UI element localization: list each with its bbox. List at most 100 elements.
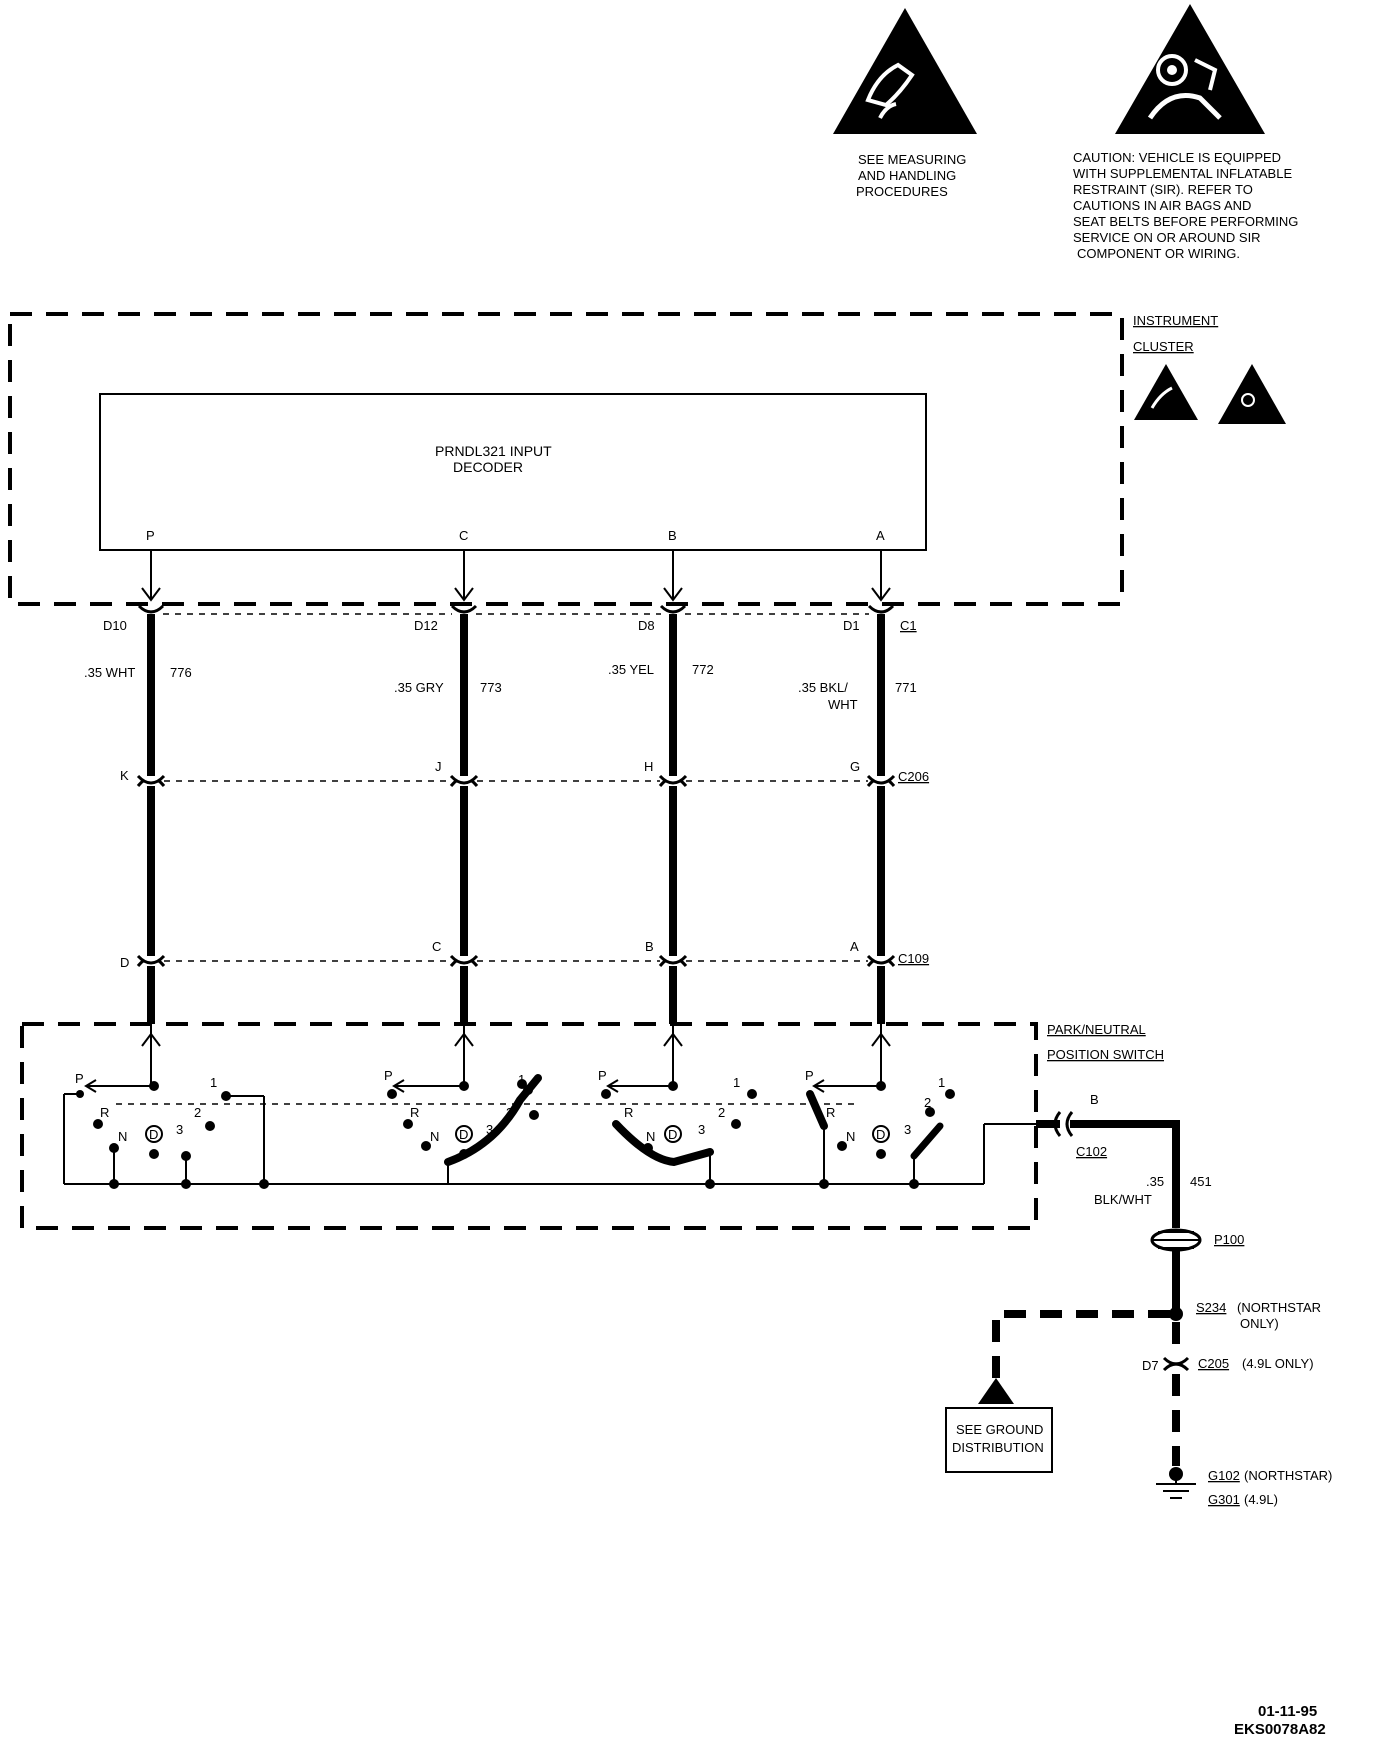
connector-c102: C102 [1076,1144,1107,1159]
sw3-pos-3: 3 [698,1122,705,1137]
sw4-contact-arm [806,1090,828,1130]
ground-g301-note: (4.9L) [1244,1492,1278,1507]
wire-451-color: BLK/WHT [1094,1192,1152,1207]
decoder-pin-p: P [146,528,155,543]
wire-labels: D10 D12 D8 D1 C1 .35 WHT 776 .35 GRY 773… [84,618,929,970]
instrument-cluster-boundary [8,312,1124,606]
sw2-pos-3: 3 [486,1122,493,1137]
connector-c205-note: (4.9L ONLY) [1242,1356,1314,1371]
sw1-pos-1: 1 [210,1075,217,1090]
ground-g102-note: (NORTHSTAR) [1244,1468,1332,1483]
c109-pin-b: B [645,939,654,954]
esd-warning-text-1: SEE MEASURING [858,152,966,167]
instrument-cluster-label-1: INSTRUMENT [1133,313,1218,328]
sir-warning-text-2: WITH SUPPLEMENTAL INFLATABLE [1073,166,1292,181]
sw4-pos-n: N [846,1129,855,1144]
wire-772-circuit: 772 [692,662,714,677]
sir-warning-text-4: CAUTIONS IN AIR BAGS AND [1073,198,1251,213]
sw1-pos-d: D [149,1127,158,1142]
sw2-pos-d: D [459,1127,468,1142]
sw4-contact-arm-2 [910,1122,944,1160]
ground-box-text-2: DISTRIBUTION [952,1440,1044,1455]
wire-451-gauge: .35 [1146,1174,1164,1189]
sir-warning-text-6: SERVICE ON OR AROUND SIR [1073,230,1261,245]
sw2-pos-p: P [384,1068,393,1083]
sw3-pos-d: D [668,1127,677,1142]
sw4-pos-2: 2 [924,1095,931,1110]
sw2-pos-r: R [410,1105,419,1120]
c206-pin-g: G [850,759,860,774]
sw3-pos-1: 1 [733,1075,740,1090]
sw1-pos-2: 2 [194,1105,201,1120]
connector-c1: C1 [900,618,917,633]
decoder-pin-a: A [876,528,885,543]
c205-pin-d7: D7 [1142,1358,1159,1373]
cavity-d8: D8 [638,618,655,633]
wire-772-color: .35 YEL [608,662,654,677]
wire-771-circuit: 771 [895,680,917,695]
sw2-pos-n: N [430,1129,439,1144]
sw2-pos-2: 2 [506,1105,513,1120]
switch-label-2: POSITION SWITCH [1047,1047,1164,1062]
connector-p100: P100 [1214,1232,1244,1247]
c109-pin-c: C [432,939,441,954]
sw3-contact-arm [612,1120,714,1167]
sw4-pos-r: R [826,1105,835,1120]
sir-small-icon [1218,364,1286,424]
decoder-label-2: DECODER [453,459,523,475]
cavity-d12: D12 [414,618,438,633]
decoder-label-1: PRNDL321 INPUT [435,443,552,459]
sw3-pos-p: P [598,1068,607,1083]
sw1-pos-3: 3 [176,1122,183,1137]
sw2-contact-arm [444,1074,542,1166]
sw4-pos-3: 3 [904,1122,911,1137]
c206-pin-h: H [644,759,653,774]
wire-776-circuit: 776 [170,665,192,680]
splice-s234-note-2: ONLY) [1240,1316,1279,1331]
sw3-pos-r: R [624,1105,633,1120]
c102-pin-b: B [1090,1092,1099,1107]
connector-c109: C109 [898,951,929,966]
c206-pin-k: K [120,768,129,783]
wire-776-color: .35 WHT [84,665,135,680]
decoder-pin-c: C [459,528,468,543]
sir-warning: CAUTION: VEHICLE IS EQUIPPED WITH SUPPLE… [1073,4,1298,261]
instrument-cluster: INSTRUMENT CLUSTER PRNDL321 INPUT DECODE… [8,312,1286,606]
footer-date: 01-11-95 [1258,1703,1317,1720]
wire-773-color: .35 GRY [394,680,444,695]
splice-s234: S234 [1196,1300,1226,1315]
ground-distribution-arrow-icon [978,1378,1014,1404]
cavity-d1: D1 [843,618,860,633]
circuit-wires [136,550,896,1024]
sw1-pos-r: R [100,1105,109,1120]
wire-771-color-1: .35 BKL/ [798,680,848,695]
sw3-pos-2: 2 [718,1105,725,1120]
esd-warning-text-2: AND HANDLING [858,168,956,183]
instrument-cluster-label-2: CLUSTER [1133,339,1194,354]
sw4-pos-p: P [805,1068,814,1083]
sir-warning-icon [1115,4,1265,134]
c109-pin-a: A [850,939,859,954]
cavity-d10: D10 [103,618,127,633]
sir-warning-text-1: CAUTION: VEHICLE IS EQUIPPED [1073,150,1281,165]
splice-s234-note-1: (NORTHSTAR [1237,1300,1321,1315]
sw1-pos-n: N [118,1129,127,1144]
s234-splice [1169,1307,1183,1321]
ground-circuit: B C102 .35 451 BLK/WHT P100 S234 (NORTHS… [945,1092,1332,1507]
sw4-pos-d: D [876,1127,885,1142]
connector-c206: C206 [898,769,929,784]
esd-warning-text-3: PROCEDURES [856,184,948,199]
wire-773-circuit: 773 [480,680,502,695]
decoder-pin-b: B [668,528,677,543]
sw4-pos-1: 1 [938,1075,945,1090]
sw3-pos-n: N [646,1129,655,1144]
sir-warning-text-3: RESTRAINT (SIR). REFER TO [1073,182,1253,197]
footer-code: EKS0078A82 [1234,1721,1326,1738]
switch-label-1: PARK/NEUTRAL [1047,1022,1146,1037]
ground-g102: G102 [1208,1468,1240,1483]
sw2-pos-1: 1 [518,1072,525,1087]
sw1-pos-p: P [75,1071,84,1086]
c206-pin-j: J [435,759,442,774]
sir-warning-text-7: COMPONENT OR WIRING. [1077,246,1240,261]
